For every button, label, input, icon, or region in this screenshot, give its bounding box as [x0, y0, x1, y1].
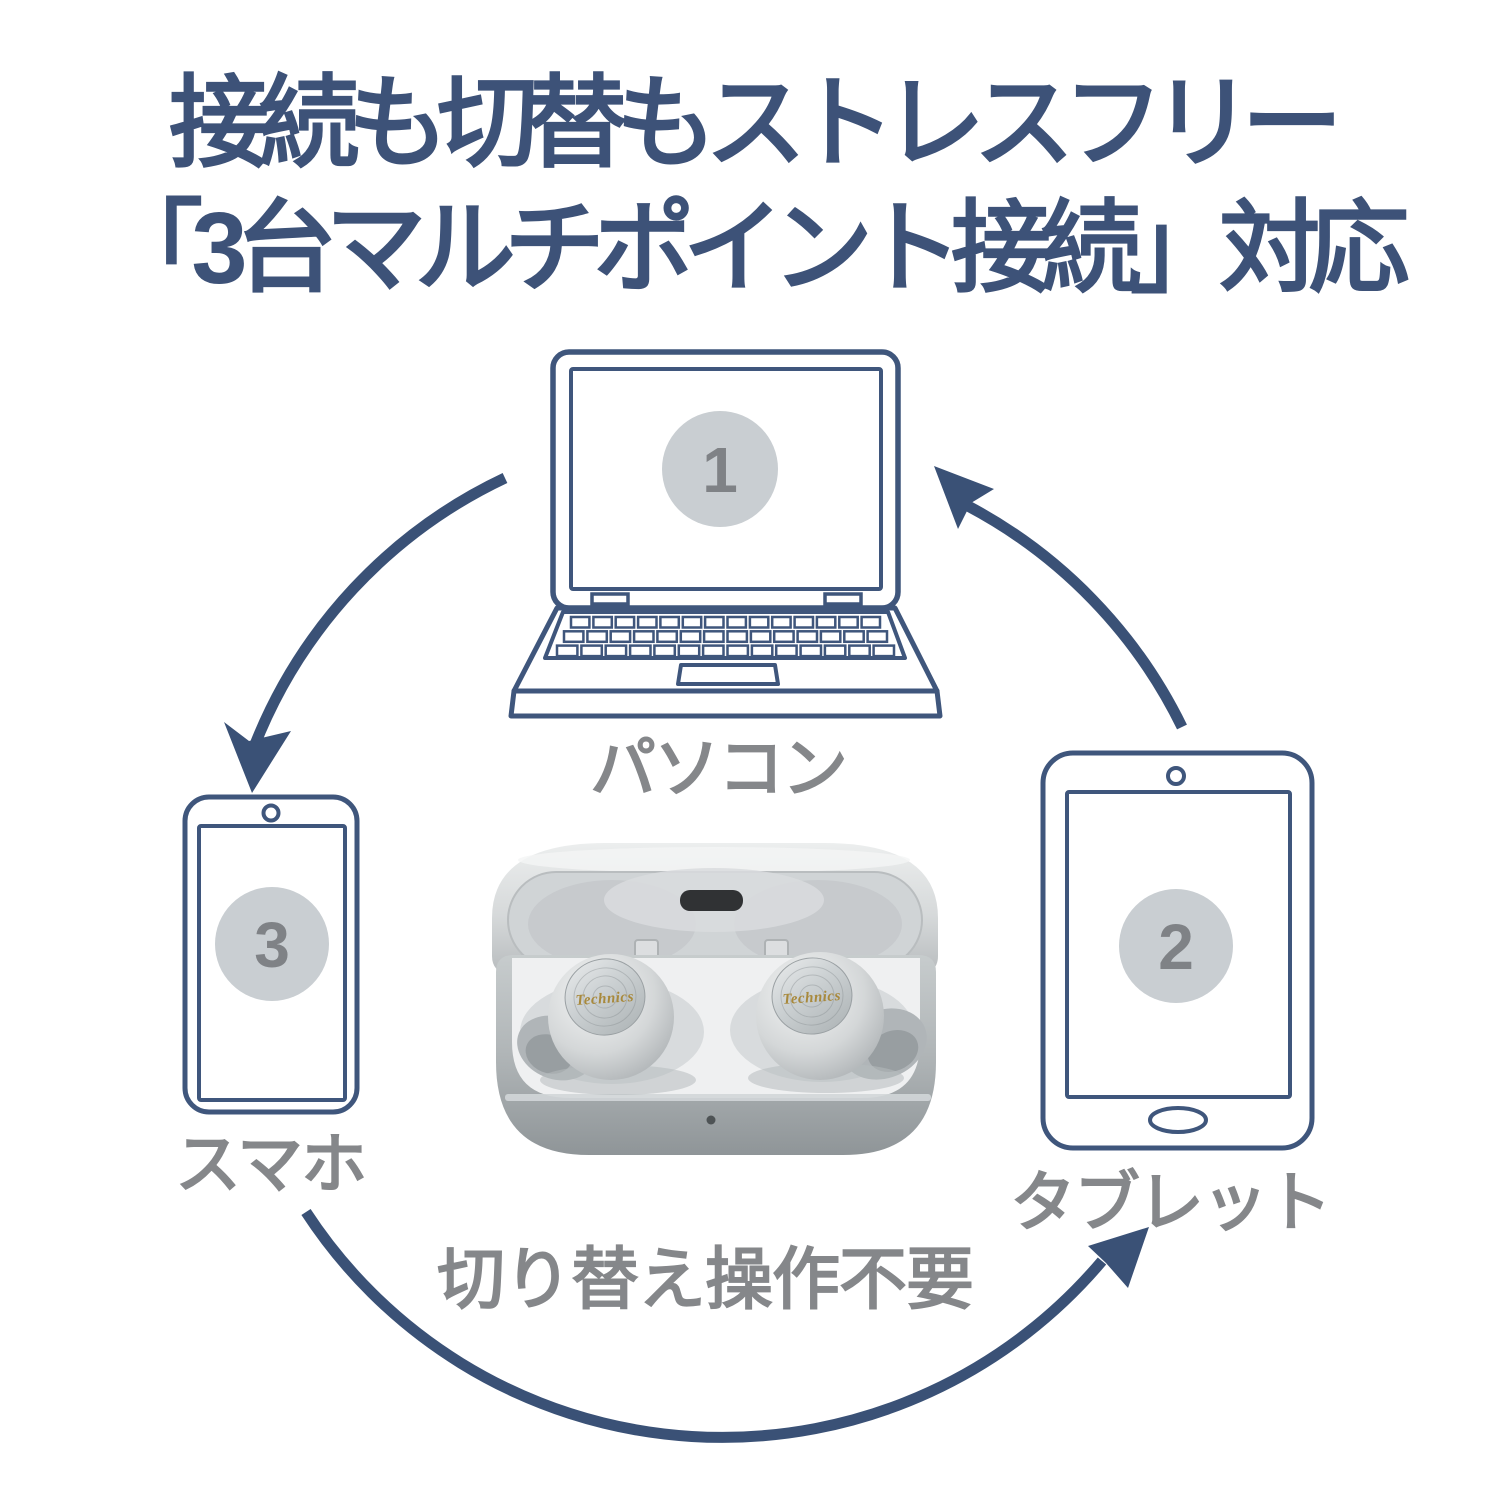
arrow-tablet-to-laptop — [965, 501, 1187, 730]
earbuds-case-image: Technics Technics — [492, 843, 938, 1155]
arrow-phone-to-tablet — [301, 1208, 1107, 1443]
tablet-camera-dot — [1166, 766, 1186, 786]
phone-number-badge — [215, 887, 329, 1001]
left-earbud-shadow — [540, 1065, 696, 1095]
right-earbud: Technics — [756, 952, 884, 1080]
laptop-hinge-left — [590, 592, 630, 606]
cycle-arrows — [224, 466, 1187, 1443]
left-earbud-rings — [573, 967, 637, 1027]
laptop-number-badge — [662, 411, 778, 527]
right-eartip-inner — [867, 1030, 919, 1072]
arrowhead-to-phone-icon — [224, 722, 291, 793]
left-earbud: Technics — [548, 954, 674, 1080]
tablet-home-button — [1148, 1106, 1208, 1134]
tablet-label: タブレット — [1010, 1165, 1330, 1239]
arrowhead-to-tablet-icon — [1088, 1227, 1149, 1288]
laptop-hinge-right — [823, 592, 863, 606]
laptop-icon: 1 パソコン — [508, 349, 943, 805]
left-earbud-face — [564, 958, 646, 1036]
laptop-trackpad — [676, 663, 780, 686]
laptop-keyboard-keys — [555, 615, 896, 658]
headline-line2: 「3台マルチポイント接続」対応 — [102, 193, 1410, 306]
right-earbud-rings — [780, 966, 844, 1026]
tablet-icon: 2 タブレット — [1010, 750, 1332, 1239]
laptop-number: 1 — [702, 434, 738, 506]
lid-magnet-slot — [680, 890, 743, 911]
headline-line1: 接続も切替もストレスフリー — [168, 68, 1343, 180]
laptop-base-front — [508, 688, 943, 719]
case-led-dot — [706, 1115, 716, 1125]
arrow-laptop-to-phone — [248, 473, 508, 749]
lid-top-highlight — [518, 847, 910, 873]
phone-camera-dot — [261, 803, 281, 823]
case-front-lip — [505, 1094, 931, 1101]
caption: 切り替え操作不要 — [437, 1242, 973, 1318]
tablet-number-badge — [1119, 889, 1233, 1003]
tablet-number: 2 — [1158, 911, 1194, 983]
phone-number: 3 — [254, 909, 290, 981]
smartphone-icon: 3 スマホ — [175, 794, 367, 1201]
phone-label: スマホ — [175, 1127, 365, 1201]
right-earbud-face — [771, 957, 853, 1035]
laptop-label: パソコン — [590, 731, 846, 805]
arrowhead-to-laptop-icon — [934, 466, 994, 529]
left-earbud-logo: Technics — [575, 989, 634, 1009]
headline: 接続も切替もストレスフリー 「3台マルチポイント接続」対応 — [0, 62, 1500, 312]
right-earbud-logo: Technics — [782, 988, 841, 1008]
